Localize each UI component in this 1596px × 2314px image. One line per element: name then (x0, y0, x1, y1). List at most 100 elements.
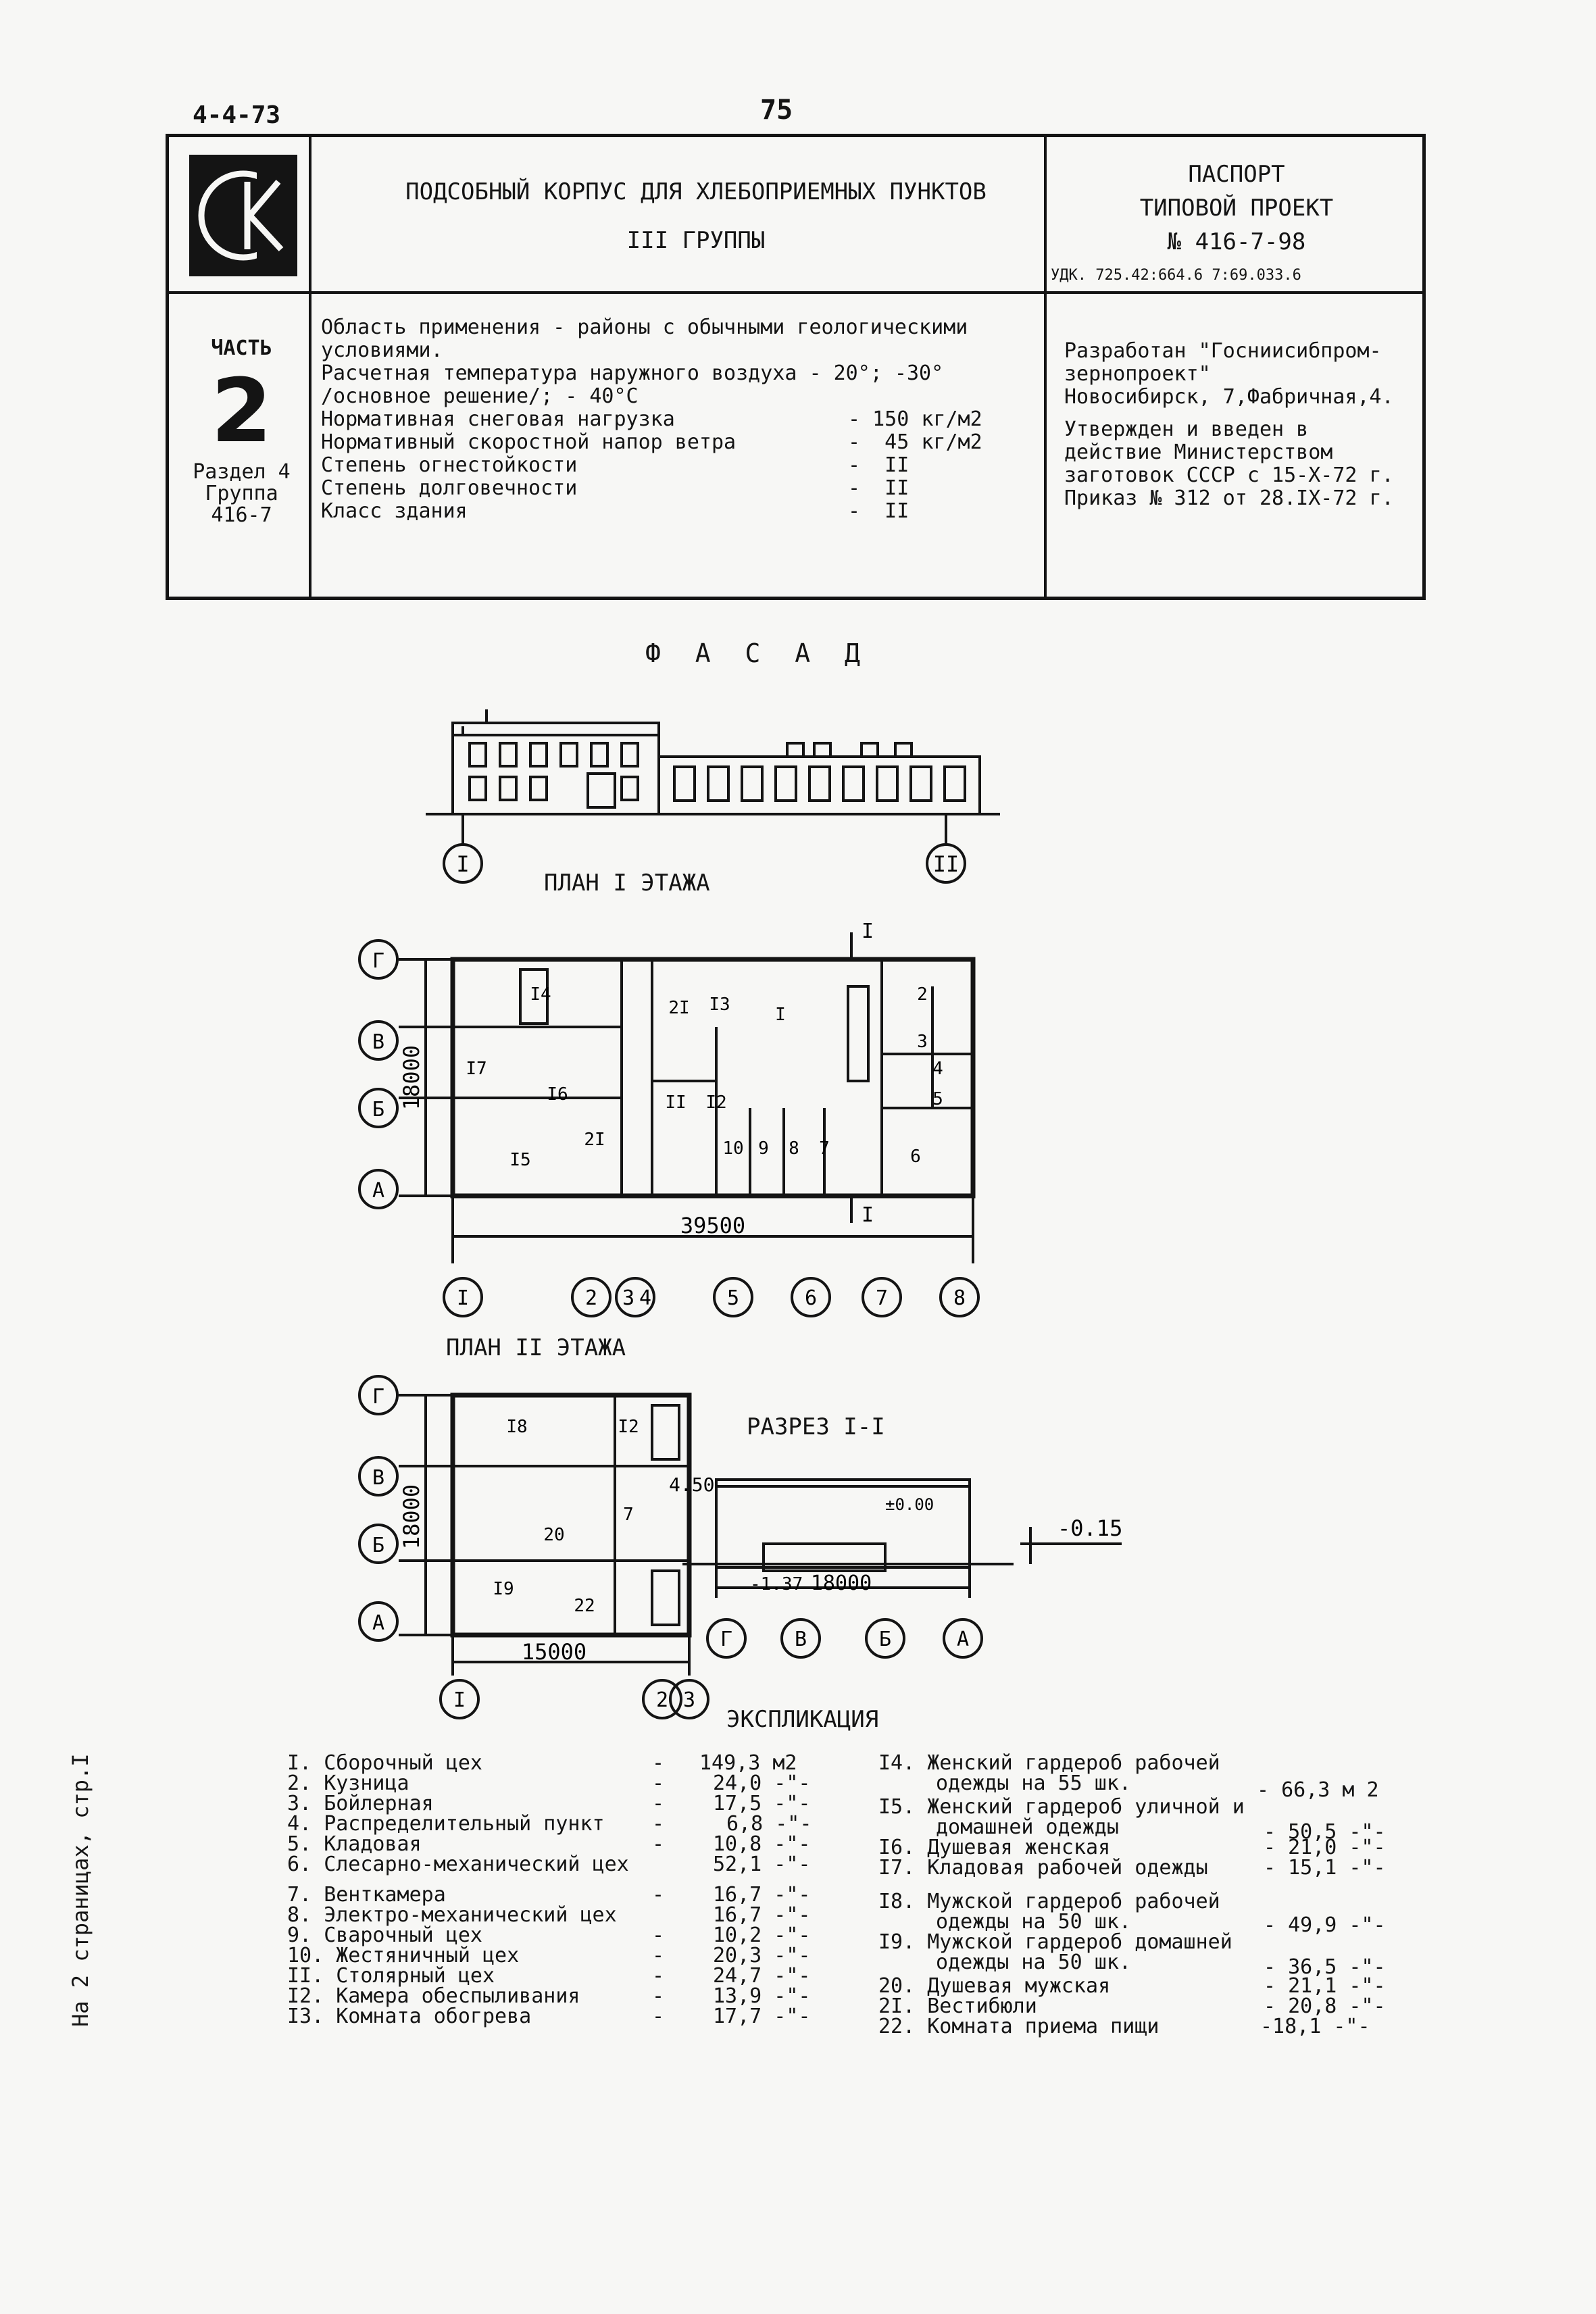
sk-logo-icon (189, 155, 297, 276)
axis-label: В (372, 1030, 384, 1054)
explication-dash: - (652, 1883, 665, 1907)
explication-row-cont: одежды на 55 шк. (936, 1771, 1131, 1795)
developer-line: Новосибирск, 7,Фабричная,4. (1064, 385, 1394, 409)
explication-area: 20,3 -"- (713, 1944, 811, 1967)
explication-dash: - (652, 1832, 665, 1856)
room-number: 20 (543, 1525, 564, 1545)
axis-label: 3 (683, 1688, 695, 1712)
plan1-title: ПЛАН I ЭТАЖА (544, 870, 710, 897)
group-label: Группа (205, 482, 278, 505)
explication-row: I5. Женский гардероб уличной и (878, 1795, 1245, 1819)
section-label: Раздел 4 (193, 460, 291, 484)
explication-area: 17,5 -"- (713, 1792, 811, 1815)
spec-row: Класс здания - II (321, 500, 1044, 523)
explication-dash: - (652, 1923, 665, 1947)
room-number: 2 (917, 984, 928, 1005)
explication-row: 5. Кладовая (287, 1832, 422, 1856)
room-number: 2I (584, 1130, 605, 1150)
level-mark: ±0.00 (885, 1495, 934, 1514)
part-block: ЧАСТЬ 2 Раздел 4 Группа 416-7 (169, 336, 314, 526)
spec-label: Нормативная снеговая нагрузка (321, 407, 675, 431)
approval-line: действие Министерством (1064, 441, 1333, 464)
developer-info: Разработан "Госниисибпром- зернопроект" … (1064, 340, 1416, 510)
explication-area: 6,8 -"- (726, 1812, 812, 1836)
axis-label: А (372, 1179, 384, 1203)
explication-area: 52,1 -"- (713, 1853, 811, 1876)
floor-plan-2: Г В Б А 18000 15000 I 2 3 I8 I2 7 20 I9 … (358, 1375, 709, 1719)
axis-label: Г (372, 949, 384, 973)
explication-dash: - (652, 1771, 665, 1795)
room-number: 4 (932, 1059, 943, 1079)
explication-area: 149,3 м2 (699, 1751, 797, 1775)
explication-dash: - (652, 1812, 665, 1836)
explication-area: 16,7 -"- (713, 1883, 811, 1907)
section-title: РАЗРЕЗ I-I (747, 1413, 885, 1440)
explication-row: I9. Мужской гардероб домашней (878, 1930, 1232, 1954)
axis-label: 6 (805, 1286, 817, 1310)
explication-row: 4. Распределительный пункт (287, 1812, 605, 1836)
spec-label: Класс здания (321, 499, 468, 523)
spec-label: Нормативный скоростной напор ветра (321, 430, 737, 454)
spec-value: - II (848, 476, 909, 500)
explication-dash: - (652, 2005, 665, 2028)
approval-line: Приказ № 312 от 28.IX-72 г. (1064, 486, 1394, 510)
plan2-title: ПЛАН II ЭТАЖА (446, 1334, 626, 1361)
room-number: I8 (506, 1417, 527, 1437)
axis-label: Г (372, 1385, 384, 1409)
explication-row: 6. Слесарно-механический цех (287, 1853, 629, 1876)
axis-label: Б (372, 1098, 384, 1122)
spec-line: /основное решение/; - 40°С (321, 384, 639, 408)
axis-label: В (795, 1628, 807, 1651)
explication-area: 13,9 -"- (713, 1984, 811, 2008)
explication-row-cont: одежды на 50 шк. (936, 1951, 1131, 1974)
spec-label: Степень огнестойкости (321, 453, 578, 477)
room-number: 6 (910, 1147, 921, 1167)
explication-area: - 50,5 -"- (1264, 1820, 1386, 1844)
room-number: I7 (466, 1059, 487, 1079)
developer-line: Разработан "Госниисибпром- (1064, 339, 1382, 363)
title-block: ПОДСОБНЫЙ КОРПУС ДЛЯ ХЛЕБОПРИЕМНЫХ ПУНКТ… (166, 134, 1426, 600)
explication-dash: - (652, 1964, 665, 1988)
part-label: ЧАСТЬ (211, 336, 272, 360)
dimension-label: 18000 (399, 1484, 424, 1549)
axis-label: 2 (585, 1286, 597, 1310)
explication-area: - 21,1 -"- (1264, 1974, 1386, 1998)
facade-drawing: I II (426, 709, 1000, 884)
spec-label: Степень долговечности (321, 476, 578, 500)
axis-label: А (957, 1628, 969, 1651)
explication-area: - 36,5 -"- (1264, 1955, 1386, 1979)
explication-area: -18,1 -"- (1260, 2015, 1370, 2038)
explication-row-cont: одежды на 50 шк. (936, 1910, 1131, 1934)
room-number: 2I (668, 998, 689, 1018)
explication-row: I4. Женский гардероб рабочей (878, 1751, 1220, 1775)
explication-dash: - (652, 1944, 665, 1967)
room-number: I2 (705, 1092, 726, 1113)
axis-label: II (933, 851, 959, 877)
spec-value: - II (848, 499, 909, 523)
facade-title: Ф А С А Д (645, 638, 870, 668)
explication-row: I2. Камера обеспыливания (287, 1984, 580, 2008)
explication-row: I8. Мужской гардероб рабочей (878, 1890, 1220, 1913)
room-number: I9 (493, 1579, 514, 1599)
explication-dash: - (652, 1751, 665, 1775)
spec-row: Степень огнестойкости- II (321, 454, 1044, 477)
section-drawing: 4.50 ±0.00 -0.15 -1.37 18000 Г В Б А (669, 1474, 1122, 1659)
explication-area: - 49,9 -"- (1264, 1913, 1386, 1937)
spec-line: Область применения - районы с обычными г… (321, 316, 968, 339)
explication-row: 10. Жестяничный цех (287, 1944, 520, 1967)
passport-block: ПАСПОРТ ТИПОВОЙ ПРОЕКТ № 416-7-98 (1047, 157, 1426, 259)
room-number: 7 (819, 1138, 830, 1159)
explication-area: - 15,1 -"- (1264, 1856, 1386, 1880)
axis-label: Г (720, 1628, 732, 1651)
passport-label: ПАСПОРТ (1188, 161, 1285, 188)
room-number: I6 (547, 1084, 568, 1105)
explication-row-cont: домашней одежды (936, 1815, 1119, 1839)
axis-label: 3 (622, 1286, 634, 1310)
room-number: 5 (932, 1089, 943, 1109)
project-number: № 416-7-98 (1167, 228, 1306, 255)
part-number: 2 (211, 359, 272, 462)
room-number: 9 (758, 1138, 769, 1159)
room-number: I2 (618, 1417, 639, 1437)
room-number: I (775, 1005, 786, 1025)
axis-label: 8 (953, 1286, 966, 1310)
